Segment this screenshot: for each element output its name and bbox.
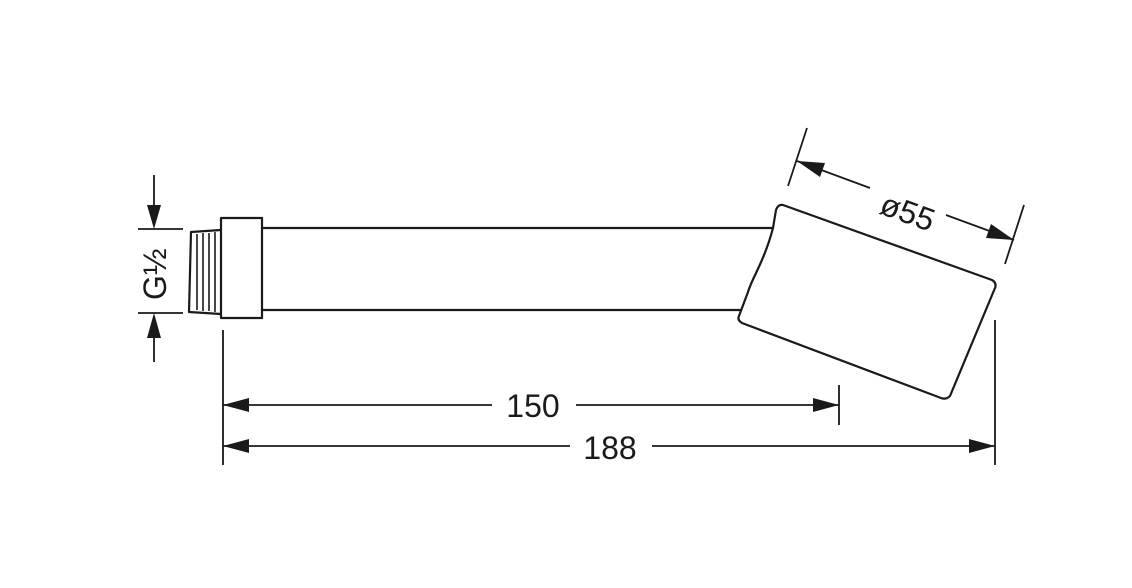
diameter-dimension: ø55 bbox=[787, 127, 1025, 265]
diameter-label: ø55 bbox=[876, 186, 940, 239]
thread-dimension: G½ bbox=[137, 175, 183, 362]
arm-length-dimension: 150 bbox=[223, 388, 839, 424]
thread-connector bbox=[187, 228, 223, 316]
arm-length-label: 150 bbox=[506, 388, 559, 424]
thread-size-label: G½ bbox=[137, 248, 173, 300]
shower-head bbox=[737, 203, 997, 400]
hex-nut bbox=[219, 216, 264, 320]
arm-tube bbox=[260, 226, 775, 312]
total-length-label: 188 bbox=[583, 430, 636, 466]
total-length-dimension: 188 bbox=[223, 430, 995, 466]
